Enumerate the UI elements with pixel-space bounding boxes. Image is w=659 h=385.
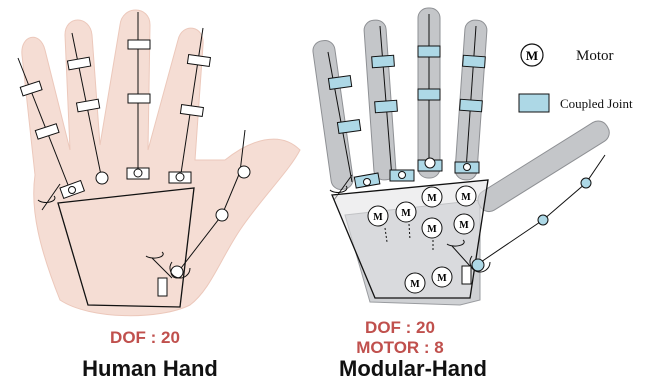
legend-coupled-joint-swatch: [519, 94, 549, 112]
motor-icon: M: [456, 186, 476, 206]
svg-text:M: M: [410, 279, 420, 290]
robot-coupled-joint-index-dip: [463, 55, 486, 68]
svg-text:M: M: [427, 193, 437, 204]
human-thumb-joint-ip: [238, 166, 250, 178]
robot-coupled-joint-middle-pip: [418, 89, 440, 100]
human-joint-ring-mcp-ball: [96, 172, 108, 184]
legend: M: [519, 44, 549, 112]
legend-coupled-joint-label: Coupled Joint: [560, 96, 633, 112]
robot-thumb-base-joint: [462, 266, 471, 284]
robot-joint-middle-mcp-ball: [425, 158, 435, 168]
human-joint-middle-pip: [128, 94, 150, 103]
human-hand-figure: [18, 10, 300, 316]
motor-icon: M: [368, 206, 388, 226]
robot-finger-ring: [363, 19, 396, 180]
robot-joint-little-mcp-ball: [364, 179, 371, 186]
svg-text:M: M: [461, 192, 471, 203]
motor-icon: M: [405, 273, 425, 293]
human-thumb-joint-cmc: [171, 266, 183, 278]
svg-text:M: M: [373, 212, 383, 223]
human-hand-title: Human Hand: [40, 356, 260, 382]
robot-coupled-joint-middle-dip: [418, 46, 440, 57]
human-hand-silhouette: [22, 10, 300, 316]
modular-hand-title: Modular-Hand: [318, 356, 508, 382]
robot-coupled-joint-ring-dip: [372, 55, 395, 68]
robot-thumb: [474, 117, 613, 215]
motor-icon: M: [422, 218, 442, 238]
robot-coupled-joint-index-pip: [460, 99, 483, 112]
robot-coupled-joint-little-pip: [337, 120, 360, 134]
robot-joint-ring-mcp-ball: [399, 172, 406, 179]
robot-coupled-joint-ring-pip: [375, 100, 398, 113]
robot-thumb-joint-ip: [581, 178, 591, 188]
svg-text:M: M: [401, 208, 411, 219]
robot-finger-little: [312, 39, 355, 191]
motor-icon: M: [432, 267, 452, 287]
robot-joint-index-mcp-ball: [464, 164, 471, 171]
modular-hand-figure: M M M M M M M M: [312, 8, 613, 305]
motor-icon: M: [422, 187, 442, 207]
robot-thumb-joint-cmc: [472, 259, 484, 271]
legend-motor-icon: M: [521, 44, 543, 66]
robot-thumb-joint-mcp: [538, 215, 548, 225]
human-joint-index-mcp-ball: [176, 173, 184, 181]
human-joint-little-mcp-ball: [69, 187, 76, 194]
human-thumb-joint-mcp: [216, 209, 228, 221]
motor-icon: M: [454, 214, 474, 234]
modular-hand-dof-label: DOF : 20: [320, 318, 480, 338]
svg-text:M: M: [427, 224, 437, 235]
human-thumb-base-joint: [158, 278, 167, 296]
human-joint-middle-dip: [128, 40, 150, 49]
legend-motor-label: Motor: [576, 48, 614, 65]
robot-coupled-joint-little-dip: [328, 76, 351, 90]
modular-hand-motor-label: MOTOR : 8: [320, 338, 480, 358]
human-joint-middle-mcp-ball: [134, 169, 142, 177]
svg-text:M: M: [437, 273, 447, 284]
motor-icon: M: [396, 202, 416, 222]
svg-text:M: M: [459, 220, 469, 231]
human-hand-dof-label: DOF : 20: [60, 328, 230, 348]
svg-text:M: M: [526, 48, 538, 63]
